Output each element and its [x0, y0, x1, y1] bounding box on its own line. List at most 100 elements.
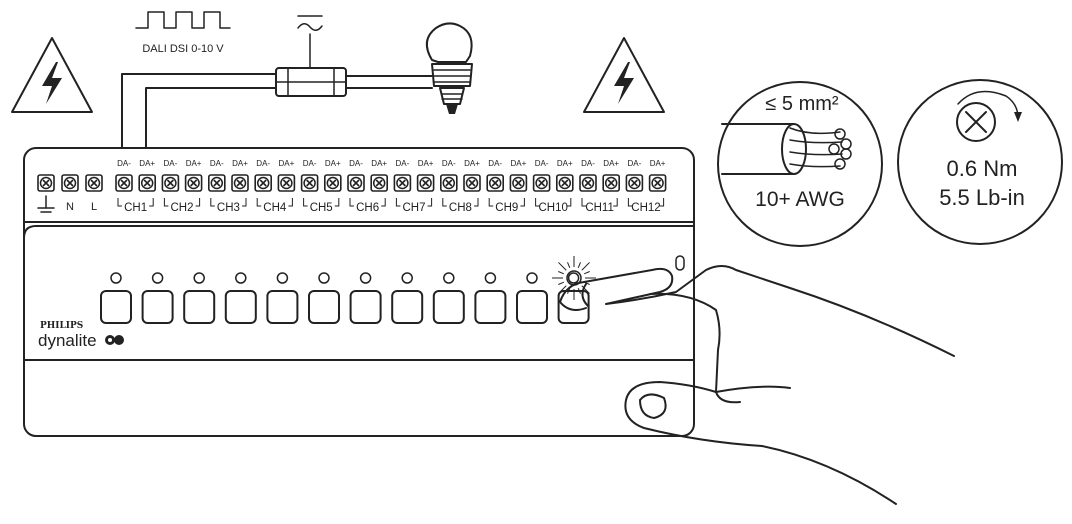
channel-label: CH8: [449, 202, 472, 214]
terminal-polarity-label: DA-: [117, 159, 131, 168]
channel-button-10[interactable]: [474, 290, 507, 324]
terminal-screw[interactable]: [463, 174, 481, 192]
terminal-polarity-label: DA-: [349, 159, 363, 168]
terminal-screw[interactable]: [300, 174, 319, 192]
signal-type-label: DALI DSI 0-10 V: [142, 43, 224, 55]
channel-label: CH9: [495, 202, 518, 214]
terminal-polarity-label: DA+: [464, 159, 480, 168]
terminal-screw[interactable]: [347, 174, 365, 192]
terminal-screw[interactable]: [509, 174, 528, 192]
terminal-polarity-label: DA+: [371, 159, 387, 168]
terminal-screw[interactable]: [579, 174, 597, 192]
terminal-polarity-label: DA+: [186, 159, 202, 168]
channel-led-indicator: [193, 272, 205, 284]
channel-label: CH1: [124, 202, 147, 214]
channel-label: CH10: [538, 202, 567, 214]
torque-metric-label: 0.6 Nm: [947, 156, 1018, 181]
terminal-polarity-label: DA-: [303, 159, 317, 168]
channel-led-indicator: [235, 272, 247, 284]
terminal-polarity-label: DA-: [396, 159, 410, 168]
terminal-polarity-label: DA+: [325, 159, 341, 168]
terminal-polarity-label: DA-: [210, 159, 224, 168]
channel-led-indicator: [276, 272, 289, 284]
wire-connector: [275, 67, 347, 97]
terminal-screw[interactable]: [61, 174, 79, 192]
channel-label: CH3: [217, 202, 240, 214]
channel-label: CH6: [356, 202, 379, 214]
channel-button-9[interactable]: [432, 290, 465, 324]
live-label: L: [91, 201, 97, 213]
channel-label: CH12: [631, 202, 660, 214]
channel-label: CH7: [402, 202, 425, 214]
channel-led-indicator: [359, 272, 372, 284]
terminal-screw[interactable]: [323, 174, 342, 192]
terminal-screw[interactable]: [254, 174, 272, 192]
terminal-screw[interactable]: [532, 174, 551, 192]
channel-led-indicator: [567, 272, 580, 284]
terminal-screw[interactable]: [416, 174, 435, 192]
torque-spec-badge: 0.6 Nm 5.5 Lb-in: [897, 79, 1063, 245]
terminal-screw[interactable]: [85, 174, 103, 192]
terminal-screw[interactable]: [231, 174, 249, 192]
terminal-screw[interactable]: [648, 174, 667, 192]
terminal-polarity-label: DA+: [603, 159, 619, 168]
terminal-screw[interactable]: [115, 174, 133, 192]
terminal-polarity-label: DA+: [418, 159, 434, 168]
terminal-screw[interactable]: [393, 174, 412, 192]
terminal-screw[interactable]: [602, 174, 621, 192]
channel-button-4[interactable]: [224, 290, 257, 324]
channel-button-11[interactable]: [516, 290, 548, 324]
warning-high-voltage-icon: [583, 37, 665, 113]
terminal-polarity-label: DA+: [139, 159, 155, 168]
terminal-screw[interactable]: [277, 174, 296, 192]
channel-button-1[interactable]: [100, 290, 132, 324]
channel-led-indicator: [484, 272, 497, 284]
channel-led-indicator: [318, 272, 330, 284]
brand-name: PHILIPS: [40, 321, 83, 331]
wire-spec-badge: ≤ 5 mm² 10+ AWG: [717, 81, 883, 247]
terminal-polarity-label: DA+: [232, 159, 248, 168]
channel-label: CH2: [170, 202, 193, 214]
channel-led-indicator: [443, 272, 455, 284]
terminal-screw[interactable]: [555, 174, 574, 192]
channel-button-2[interactable]: [141, 290, 174, 324]
terminal-screw[interactable]: [486, 174, 505, 192]
dynalite-logo-icon: [105, 335, 124, 345]
terminal-screw[interactable]: [138, 174, 156, 192]
channel-label: CH5: [310, 202, 333, 214]
terminal-screw[interactable]: [439, 174, 458, 192]
terminal-screw[interactable]: [37, 174, 55, 192]
led-glow-icon: [552, 256, 596, 300]
terminal-screw[interactable]: [184, 174, 203, 192]
terminal-screw[interactable]: [208, 174, 226, 192]
terminal-polarity-label: DA+: [557, 159, 573, 168]
channel-button-5[interactable]: [266, 290, 299, 324]
terminal-polarity-label: DA+: [511, 159, 527, 168]
light-bulb-icon: [425, 22, 473, 114]
terminal-polarity-label: DA-: [164, 159, 178, 168]
ground-icon: [37, 195, 55, 213]
dimmer-module: [23, 147, 695, 437]
channel-label: CH11: [585, 202, 614, 214]
torque-imperial-label: 5.5 Lb-in: [939, 185, 1025, 210]
terminal-screw[interactable]: [625, 174, 644, 192]
terminal-polarity-label: DA+: [650, 159, 666, 168]
channel-button-8[interactable]: [391, 290, 424, 324]
wire-size-label: ≤ 5 mm²: [765, 93, 839, 115]
terminal-screw[interactable]: [161, 174, 180, 192]
channel-button-3[interactable]: [183, 290, 216, 324]
channel-button-7[interactable]: [349, 290, 382, 324]
channel-button-6[interactable]: [308, 290, 340, 324]
channel-led-indicator: [401, 272, 413, 284]
channel-label: CH4: [263, 202, 287, 214]
terminal-polarity-label: DA-: [628, 159, 642, 168]
screw-head-icon: [956, 90, 1022, 142]
terminal-screw[interactable]: [370, 174, 389, 192]
channel-led-indicator: [110, 272, 122, 284]
terminal-polarity-label: DA-: [581, 159, 595, 168]
stripped-wire-icon: [721, 123, 852, 175]
terminal-polarity-label: DA-: [256, 159, 270, 168]
terminal-polarity-label: DA+: [279, 159, 295, 168]
terminal-polarity-label: DA-: [488, 159, 502, 168]
